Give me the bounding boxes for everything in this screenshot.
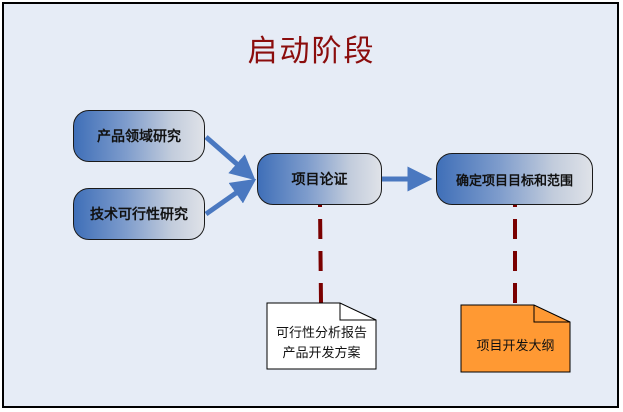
node-project-demo: 项目论证 (257, 153, 382, 205)
arrow-product-to-demo (204, 135, 256, 181)
node-goal-scope: 确定项目目标和范围 (436, 153, 593, 205)
outline-doc-fold (533, 305, 570, 323)
feasibility-doc: 可行性分析报告 产品开发方案 (267, 318, 376, 369)
feasibility-doc-line-1: 可行性分析报告 (275, 325, 367, 341)
node-tech-feasibility: 技术可行性研究 (73, 188, 205, 240)
outline-doc: 项目开发大纲 (461, 322, 570, 372)
arrow-tech-to-demo (204, 178, 257, 217)
node-goal-scope-label: 确定项目目标和范围 (455, 173, 573, 189)
node-project-demo-label: 项目论证 (291, 172, 348, 188)
feasibility-doc-line-2: 产品开发方案 (282, 345, 361, 361)
feasibility-doc-fold (339, 303, 376, 321)
node-product-research: 产品领域研究 (73, 110, 205, 162)
node-tech-feasibility-label: 技术可行性研究 (90, 207, 188, 223)
node-product-research-label: 产品领域研究 (97, 129, 181, 145)
diagram-title: 启动阶段 (247, 34, 376, 69)
dashed-connector-demo-to-doc (318, 204, 323, 304)
outline-doc-line-1: 项目开发大纲 (476, 339, 555, 354)
